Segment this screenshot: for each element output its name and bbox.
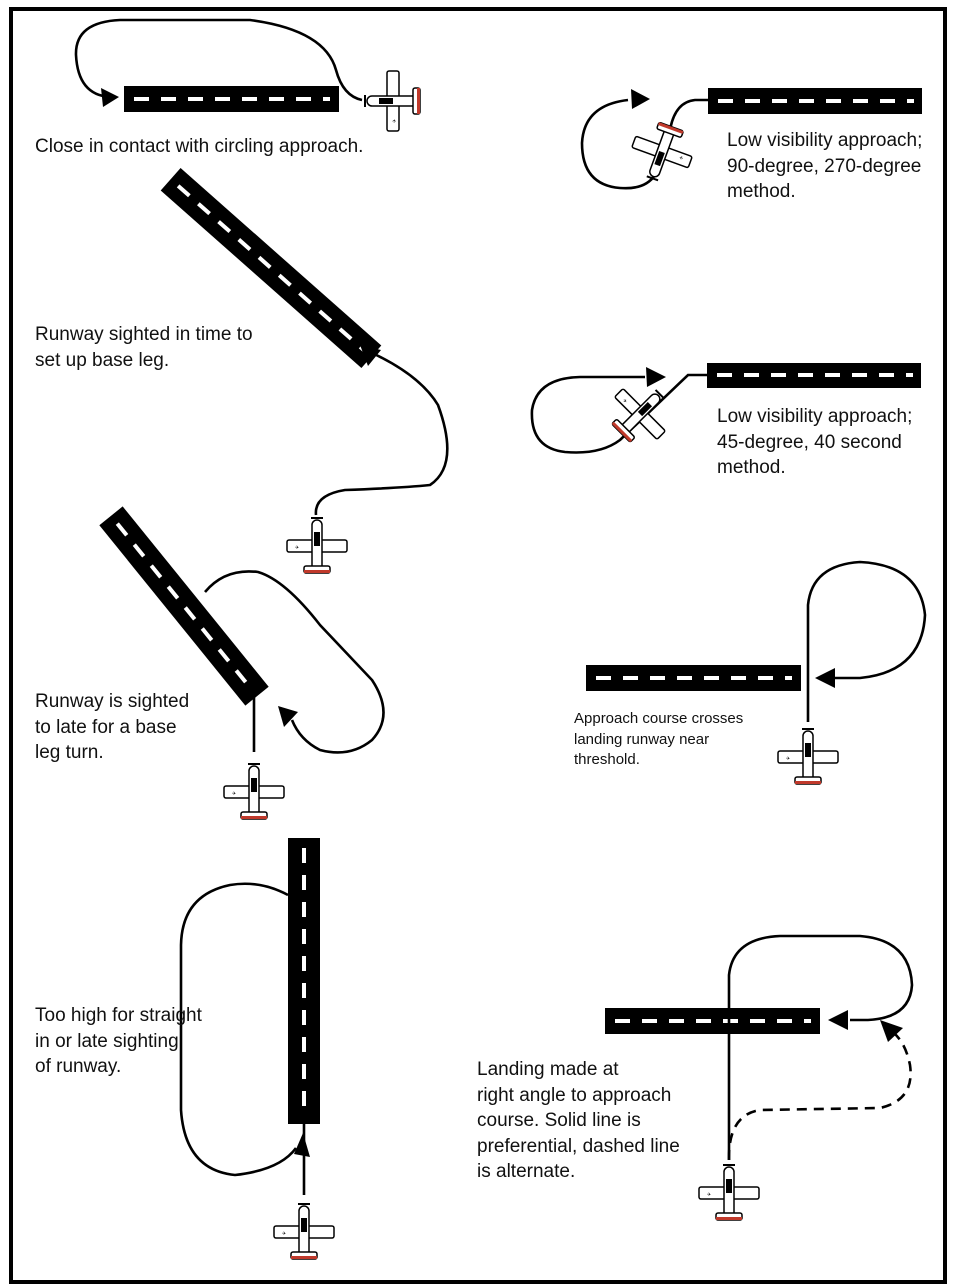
flight-path bbox=[806, 560, 927, 722]
caption-low-vis-90-270: Low visibility approach; 90-degree, 270-… bbox=[727, 130, 923, 202]
flight-path bbox=[74, 18, 363, 102]
aircraft-icon bbox=[223, 763, 285, 820]
diagram-right-angle bbox=[605, 934, 914, 1221]
arrow-head bbox=[880, 1020, 903, 1042]
diagram-late-base bbox=[99, 506, 385, 820]
aircraft-icon bbox=[286, 517, 348, 574]
aircraft-icon bbox=[623, 115, 701, 190]
flight-path-solid bbox=[727, 934, 914, 1160]
arrow-head bbox=[101, 88, 119, 107]
diagram-low-vis-45-40 bbox=[530, 363, 921, 456]
arrow-head bbox=[360, 345, 381, 366]
caption-circling: Close in contact with circling approach. bbox=[35, 136, 364, 157]
caption-base-leg: Runway sighted in time to set up base le… bbox=[35, 324, 253, 371]
flight-path bbox=[314, 350, 449, 516]
aircraft-icon bbox=[273, 1203, 335, 1260]
diagram-base-leg bbox=[160, 167, 449, 574]
flight-path bbox=[580, 98, 708, 190]
aircraft-icon bbox=[598, 371, 683, 456]
diagram-too-high bbox=[179, 838, 335, 1260]
aircraft-icon bbox=[777, 728, 839, 785]
arrow-head bbox=[815, 668, 835, 688]
caption-late-base: Runway is sighted to late for a base leg… bbox=[35, 691, 190, 763]
diagram-crosses-threshold bbox=[586, 560, 927, 785]
aircraft-icon bbox=[364, 70, 421, 132]
diagram-low-vis-90-270 bbox=[580, 88, 922, 190]
flight-path bbox=[530, 373, 707, 454]
diagram-circling bbox=[74, 18, 421, 132]
figure-border bbox=[9, 7, 947, 1284]
arrow-head bbox=[828, 1010, 848, 1030]
flight-path bbox=[179, 882, 298, 1177]
aircraft-icon bbox=[698, 1164, 760, 1221]
arrow-head bbox=[631, 89, 650, 109]
arrow-head bbox=[294, 1133, 310, 1157]
flight-path bbox=[204, 570, 385, 754]
arrow-head bbox=[646, 367, 666, 387]
caption-low-vis-45-40: Low visibility approach; 45-degree, 40 s… bbox=[717, 406, 913, 478]
caption-right-angle: Landing made at right angle to approach … bbox=[477, 1059, 680, 1182]
flight-path-dashed bbox=[727, 1028, 912, 1161]
arrow-head bbox=[278, 706, 298, 727]
caption-crosses-threshold: Approach course crosses landing runway n… bbox=[574, 710, 744, 768]
caption-too-high: Too high for straight in or late sightin… bbox=[35, 1005, 202, 1077]
